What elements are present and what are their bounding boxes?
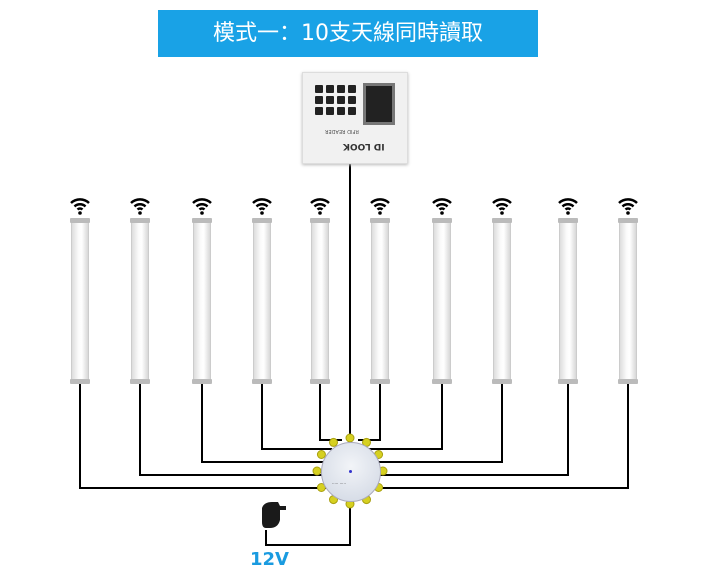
keypad-key bbox=[337, 85, 345, 93]
wifi-icon bbox=[128, 194, 152, 219]
wifi-icon bbox=[556, 194, 580, 219]
keypad-key bbox=[348, 96, 356, 104]
wifi-icon bbox=[368, 194, 392, 219]
wifi-icon bbox=[490, 194, 514, 219]
wire-ant-4 bbox=[261, 384, 332, 450]
antenna-6 bbox=[370, 218, 390, 384]
antenna-3 bbox=[192, 218, 212, 384]
antenna-splitter-hub: ····· ····· bbox=[321, 442, 381, 502]
rfid-reader: RFID READER ID LOOK bbox=[302, 72, 408, 164]
wire-ant-9 bbox=[378, 384, 569, 476]
reader-model: RFID READER bbox=[325, 128, 359, 134]
keypad bbox=[315, 85, 356, 115]
antenna-10 bbox=[618, 218, 638, 384]
hub-label: ····· ····· bbox=[332, 481, 346, 486]
hub-connector bbox=[312, 466, 322, 476]
wire-ant-2 bbox=[139, 384, 322, 476]
wifi-icon bbox=[430, 194, 454, 219]
antenna-2 bbox=[130, 218, 150, 384]
wire-ant-8 bbox=[376, 384, 503, 463]
antenna-9 bbox=[558, 218, 578, 384]
keypad-key bbox=[326, 85, 334, 93]
keypad-key bbox=[326, 96, 334, 104]
wifi-icon bbox=[190, 194, 214, 219]
antenna-8 bbox=[492, 218, 512, 384]
antenna-7 bbox=[432, 218, 452, 384]
wire-ant-5 bbox=[319, 384, 342, 441]
wifi-icon bbox=[250, 194, 274, 219]
wire-ant-1 bbox=[79, 384, 326, 489]
wire-power bbox=[265, 500, 351, 546]
antenna-5 bbox=[310, 218, 330, 384]
keypad-key bbox=[337, 96, 345, 104]
wifi-icon bbox=[616, 194, 640, 219]
mode-title: 模式一：10支天線同時讀取 bbox=[158, 10, 538, 57]
keypad-key bbox=[348, 85, 356, 93]
keypad-key bbox=[315, 107, 323, 115]
wifi-icon bbox=[308, 194, 332, 219]
power-adapter-icon bbox=[262, 502, 286, 528]
antenna-1 bbox=[70, 218, 90, 384]
wifi-icon bbox=[68, 194, 92, 219]
power-label: 12V bbox=[250, 549, 289, 570]
keypad-key bbox=[315, 96, 323, 104]
antenna-4 bbox=[252, 218, 272, 384]
wire-ant-6 bbox=[358, 384, 381, 441]
keypad-key bbox=[326, 107, 334, 115]
wire-ant-3 bbox=[201, 384, 324, 463]
wire-ant-7 bbox=[368, 384, 443, 450]
keypad-key bbox=[337, 107, 345, 115]
wire-ant-10 bbox=[374, 384, 629, 489]
reader-brand: ID LOOK bbox=[343, 141, 385, 151]
keypad-key bbox=[315, 85, 323, 93]
hub-indicator bbox=[349, 470, 352, 473]
hub-connector bbox=[345, 433, 355, 443]
keypad-key bbox=[348, 107, 356, 115]
reader-screen bbox=[363, 83, 395, 125]
